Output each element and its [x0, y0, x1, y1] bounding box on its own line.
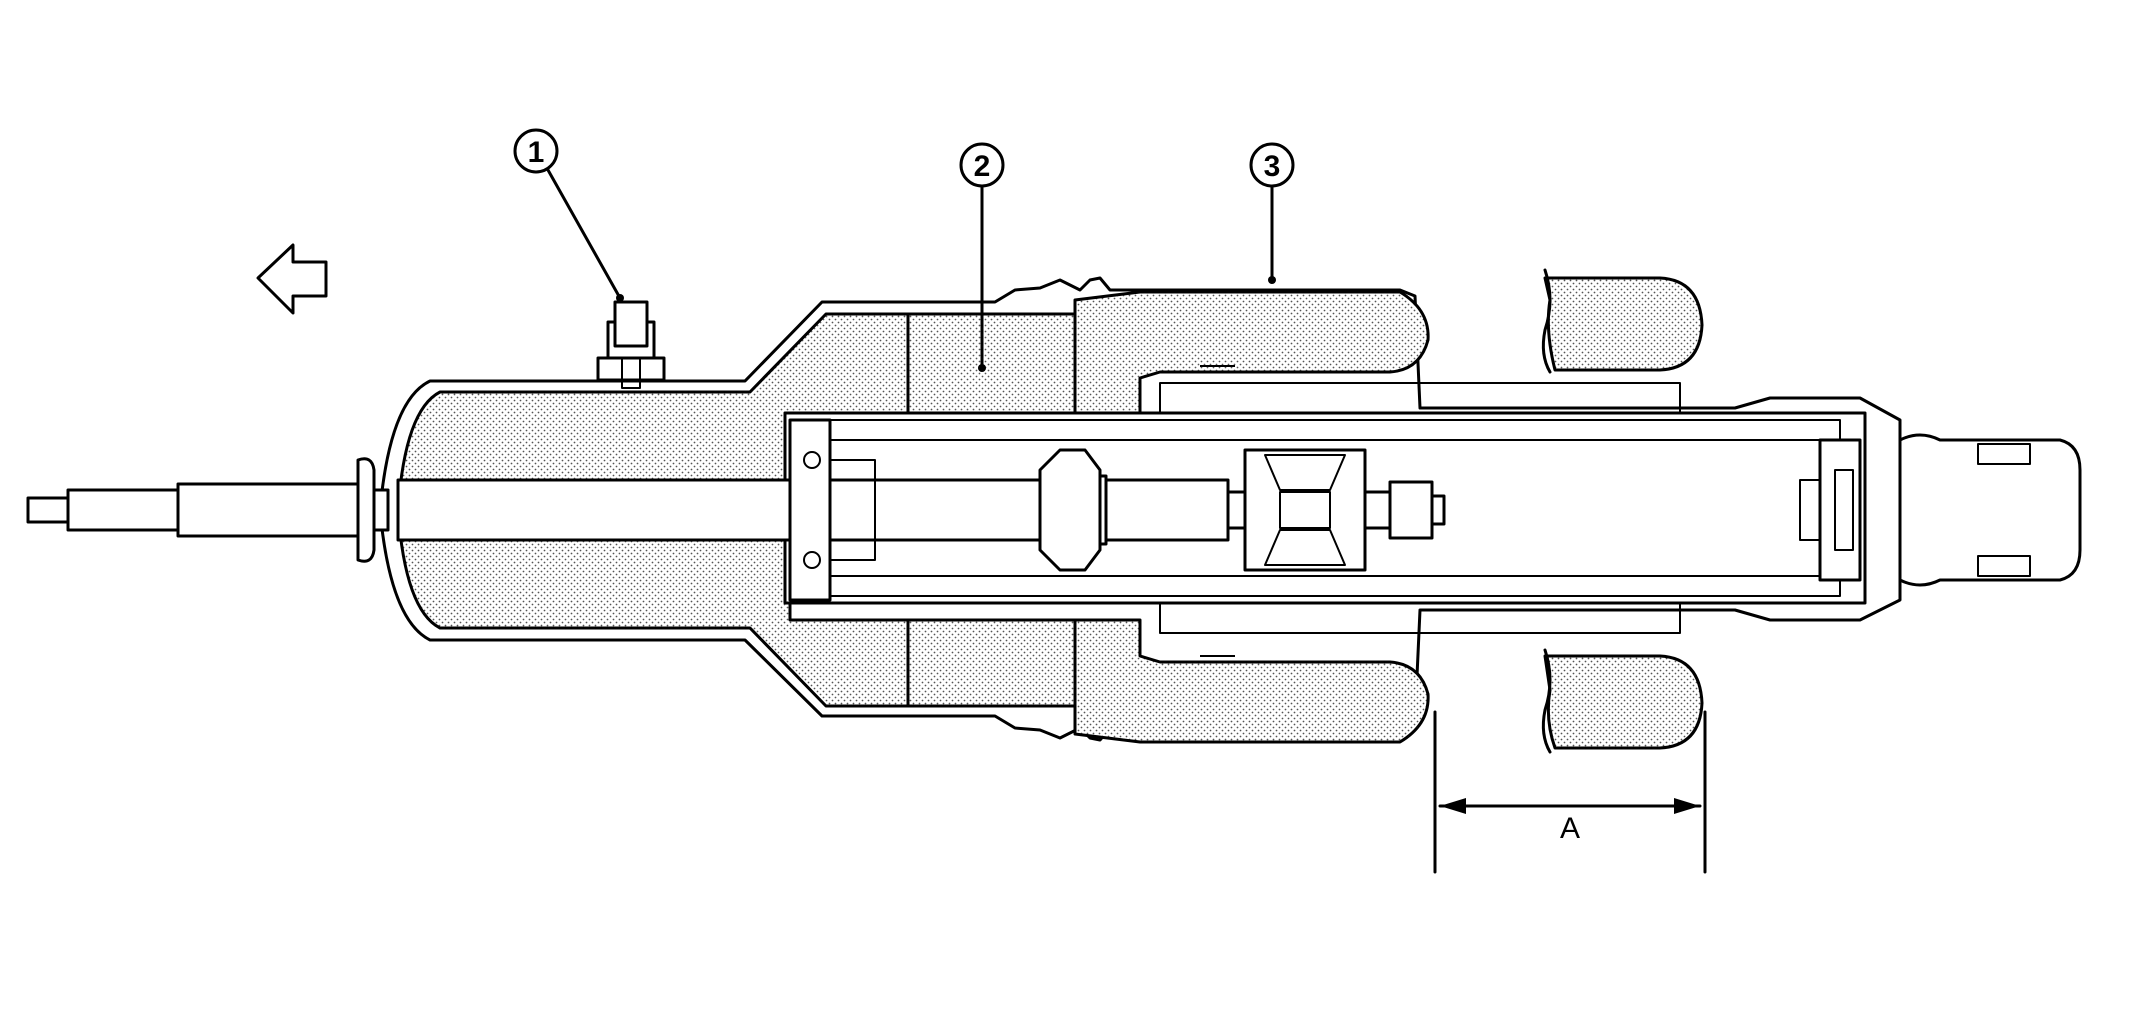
callout-2-label: 2: [974, 150, 991, 183]
callout-3: 3: [1249, 142, 1295, 284]
lower-mount-eye: [1898, 433, 2082, 587]
dimension-a: A: [1433, 710, 1707, 874]
outer-sleeve: [1541, 268, 1704, 754]
callout-3-label: 3: [1264, 150, 1281, 183]
air-valve: [596, 300, 666, 389]
base-valve: [1799, 438, 1862, 582]
arrow-left-outline-icon: [256, 243, 328, 315]
callout-1: 1: [513, 128, 624, 302]
callout-2: 2: [959, 142, 1005, 372]
rod-guide: [788, 418, 876, 602]
callout-1-label: 1: [528, 136, 545, 169]
piston-assembly: [1243, 448, 1446, 572]
dimension-a-label: A: [1560, 812, 1580, 845]
rebound-stop: [1038, 448, 1102, 572]
